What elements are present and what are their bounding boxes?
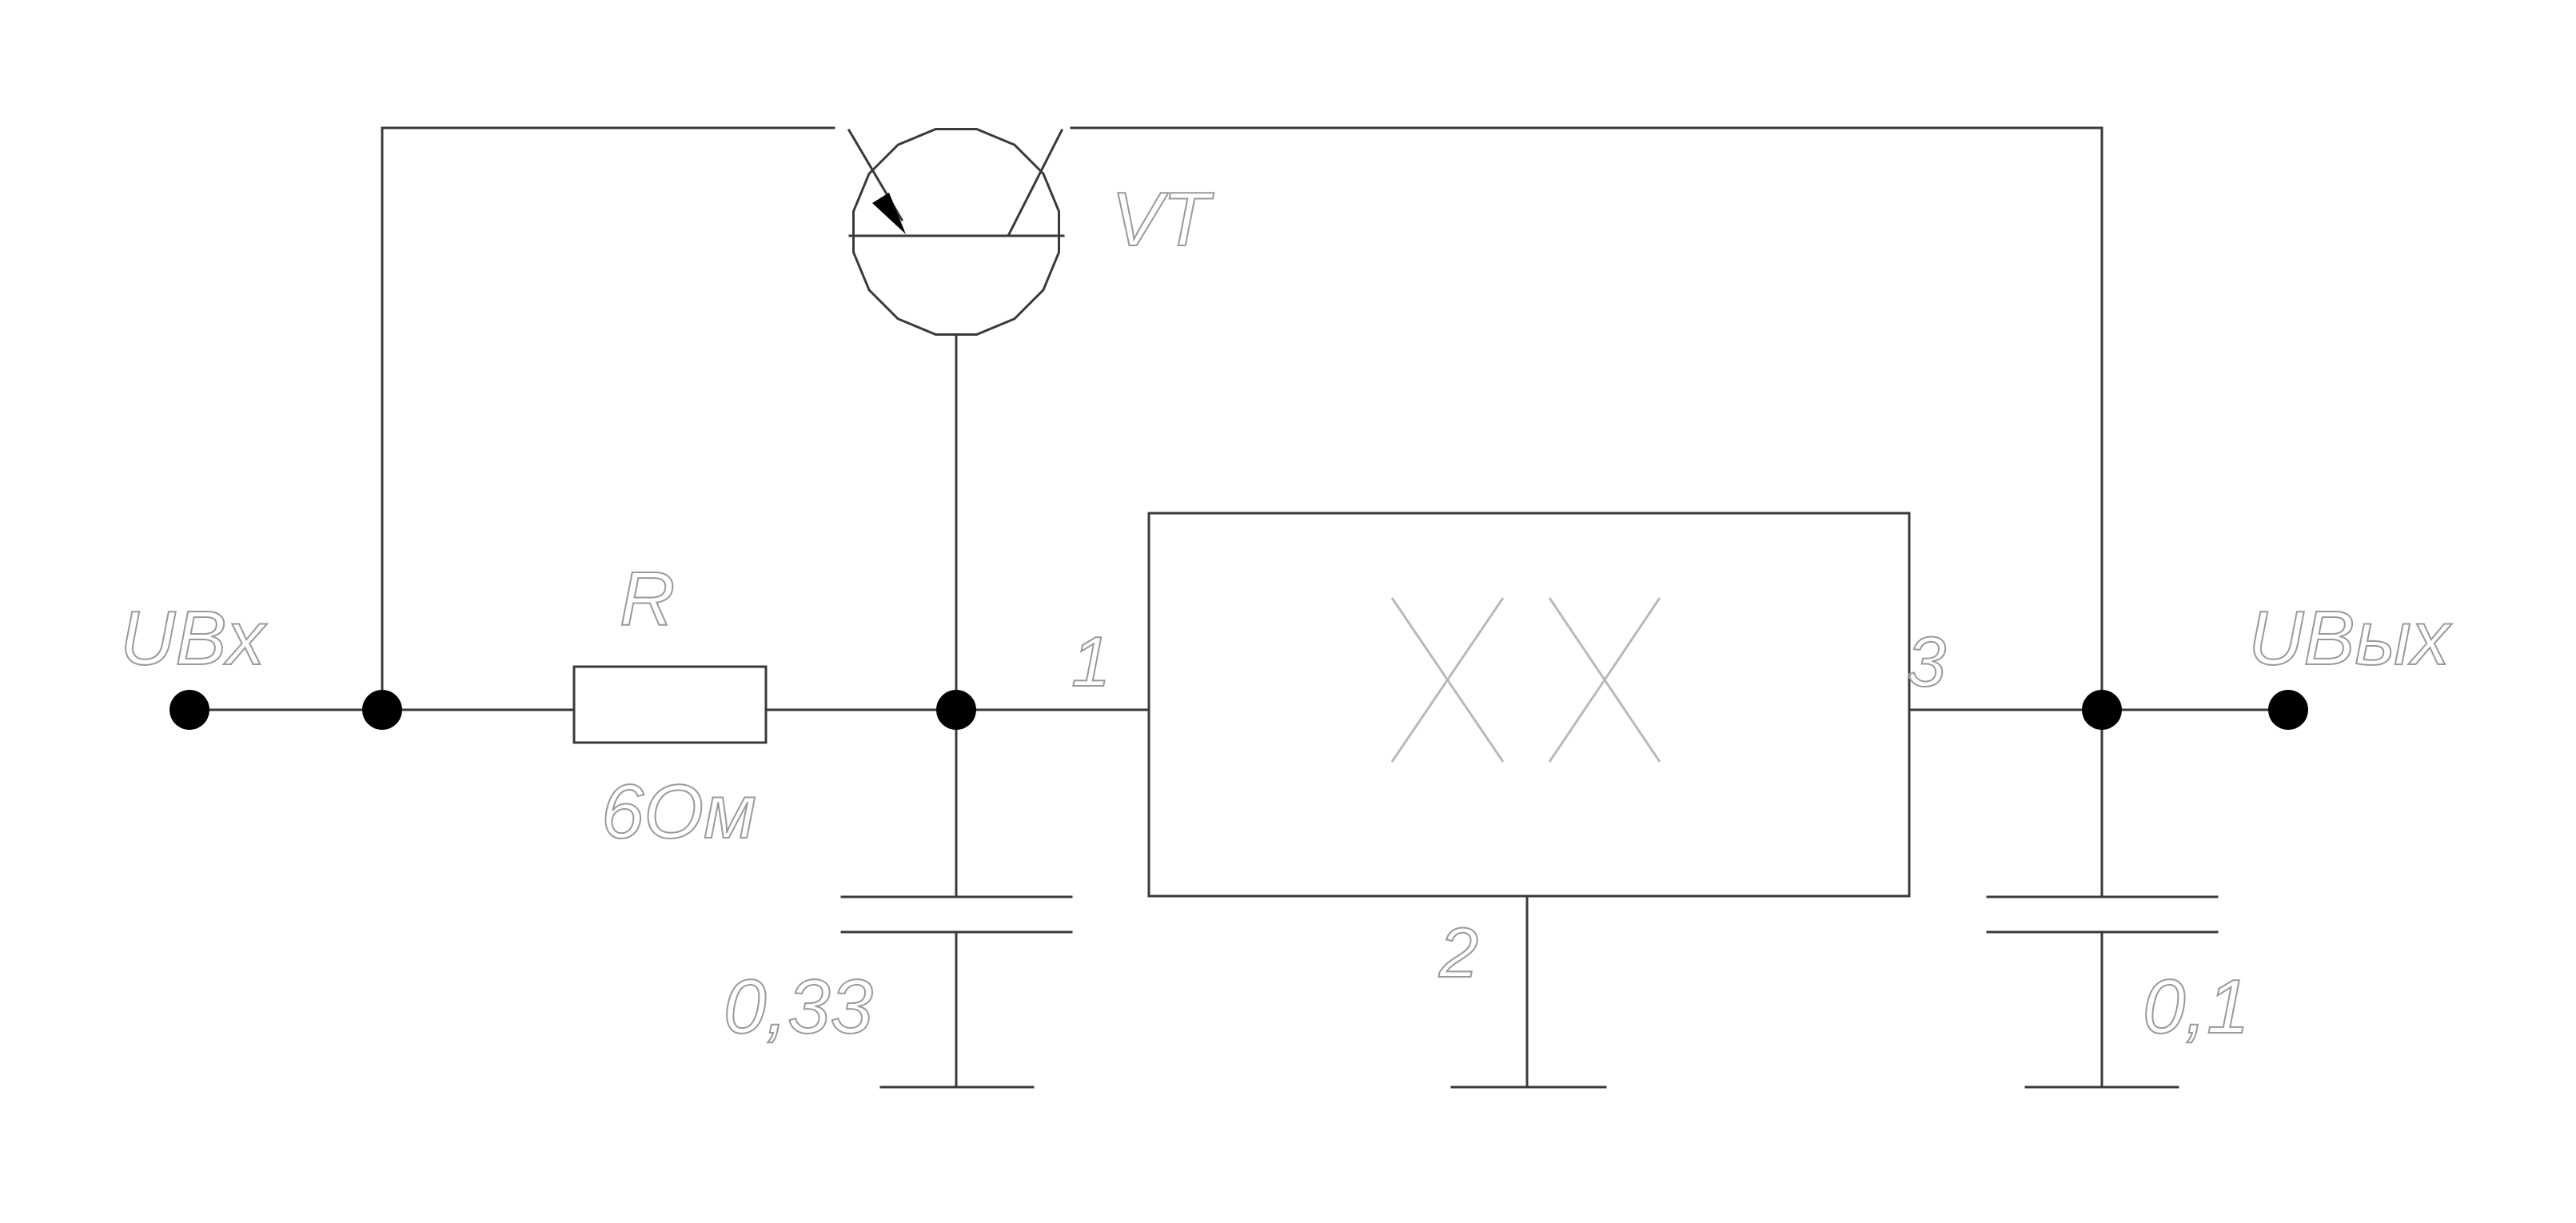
regulator-xx (1147, 512, 1911, 898)
junction-node (362, 690, 402, 730)
bypass-wire-right (1070, 126, 2103, 711)
transistor-vt (847, 128, 1065, 336)
output-terminal (2268, 690, 2308, 730)
pin-3-label: 3 (1907, 622, 1946, 701)
output-voltage-label: UBыx (2248, 596, 2452, 681)
transistor-collector-lead (1007, 128, 1064, 237)
regulator-name-glyph (1548, 597, 1661, 763)
pin-2-label: 2 (1438, 913, 1478, 992)
input-capacitor (840, 708, 1073, 1089)
resistor-r (572, 665, 768, 744)
emitter-arrow-icon (872, 193, 906, 234)
bypass-wire-left (381, 126, 835, 711)
regulator-name-label: XX (1525, 687, 1526, 688)
output-capacitor (1986, 708, 2219, 1089)
regulator-name-glyph (1390, 597, 1505, 763)
transistor-body (852, 128, 1060, 336)
junction-node (936, 690, 976, 730)
input-capacitor-value-label: 0,33 (724, 964, 873, 1050)
junction-node (2082, 690, 2122, 730)
pin-2-ground-wire (1450, 894, 1607, 1089)
output-capacitor-value-label: 0,1 (2143, 964, 2249, 1050)
input-terminal (169, 690, 209, 730)
regulator-body (1147, 512, 1911, 898)
regulator-name-mark: XX (1390, 597, 1661, 763)
resistor-value-label: 6Ом (601, 769, 756, 855)
resistor-name-label: R (620, 556, 675, 642)
transistor-name-label: VT (1111, 177, 1214, 262)
input-voltage-label: UBx (120, 596, 267, 681)
pin-1-label: 1 (1071, 622, 1111, 701)
